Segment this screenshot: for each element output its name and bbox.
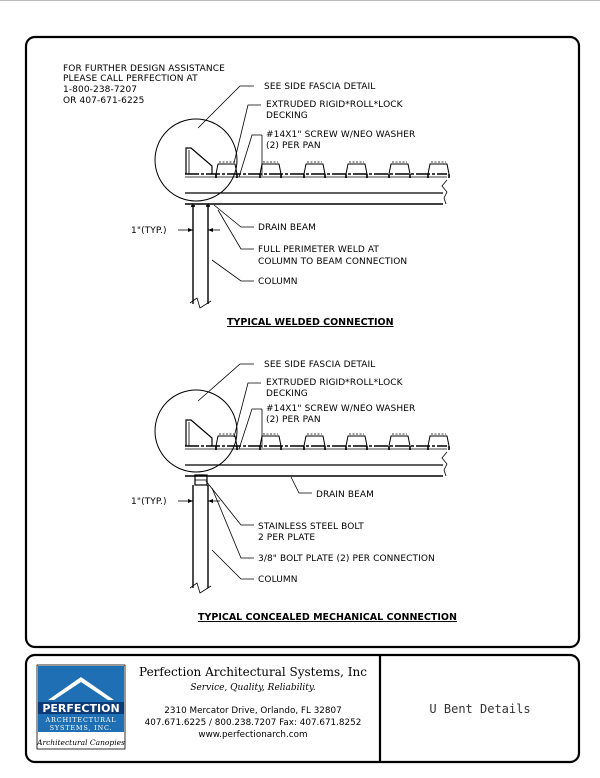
welded-decking-label-1: EXTRUDED RIGID*ROLL*LOCK xyxy=(266,100,404,110)
welded-screw-label-2: (2) PER PAN xyxy=(266,141,321,151)
welded-weld-label-2: COLUMN TO BEAM CONNECTION xyxy=(258,257,407,267)
assistance-phone-2: OR 407-671-6225 xyxy=(63,96,144,106)
assistance-phone-1: 1-800-238-7207 xyxy=(63,85,137,95)
logo-subtitle-2: SYSTEMS, INC. xyxy=(50,724,113,732)
welded-typ-dimension: 1"(TYP.) xyxy=(131,226,167,236)
drawing-title: U Bent Details xyxy=(429,702,530,716)
title-block-frame xyxy=(24,653,581,764)
welded-weld-label-1: FULL PERIMETER WELD AT xyxy=(258,245,379,255)
logo-wordmark: PERFECTION xyxy=(42,702,119,715)
concealed-fascia-label: SEE SIDE FASCIA DETAIL xyxy=(264,360,375,370)
concealed-screw-label-1: #14X1" SCREW W/NEO WASHER xyxy=(266,404,415,414)
deck-pans xyxy=(215,161,450,179)
company-website: www.perfectionarch.com xyxy=(198,730,307,740)
concealed-typ-dimension: 1"(TYP.) xyxy=(131,497,167,507)
company-slogan: Service, Quality, Reliability. xyxy=(190,683,315,693)
concealed-bolt-label-2: 2 PER PLATE xyxy=(258,533,315,543)
company-phones: 407.671.6225 / 800.238.7207 Fax: 407.671… xyxy=(145,718,362,728)
assistance-line-1: FOR FURTHER DESIGN ASSISTANCE xyxy=(63,64,225,74)
concealed-column-label: COLUMN xyxy=(258,575,298,585)
company-name: Perfection Architectural Systems, Inc xyxy=(139,665,367,679)
concealed-bolt-label-1: STAINLESS STEEL BOLT xyxy=(258,522,364,532)
company-address: 2310 Mercator Drive, Orlando, FL 32807 xyxy=(164,706,341,716)
welded-decking-label-2: DECKING xyxy=(266,111,308,121)
concealed-plate-label: 3/8" BOLT PLATE (2) PER CONNECTION xyxy=(258,554,435,564)
company-logo: PERFECTION ARCHITECTURAL SYSTEMS, INC. A… xyxy=(36,664,126,750)
concealed-decking-label-1: EXTRUDED RIGID*ROLL*LOCK xyxy=(266,378,404,388)
drawing-frame xyxy=(24,35,581,649)
logo-subtitle-1: ARCHITECTURAL xyxy=(45,716,117,724)
concealed-decking-label-2: DECKING xyxy=(266,389,308,399)
assistance-line-2: PLEASE CALL PERFECTION AT xyxy=(63,74,198,84)
welded-screw-label-1: #14X1" SCREW W/NEO WASHER xyxy=(266,130,415,140)
assistance-note: FOR FURTHER DESIGN ASSISTANCE PLEASE CAL… xyxy=(63,64,225,106)
side-fascia xyxy=(185,147,213,174)
concealed-connection-detail: SEE SIDE FASCIA DETAIL EXTRUDED RIGID*RO… xyxy=(131,360,457,623)
logo-tagline: Architectural Canopies xyxy=(36,738,125,747)
welded-column-label: COLUMN xyxy=(258,277,298,287)
fascia-detail-circle-2 xyxy=(154,389,238,473)
concealed-screw-label-2: (2) PER PAN xyxy=(266,415,321,425)
deck-pans-2 xyxy=(215,433,450,451)
welded-detail-title: TYPICAL WELDED CONNECTION xyxy=(227,317,394,328)
welded-drain-beam-label: DRAIN BEAM xyxy=(258,223,316,233)
concealed-detail-title: TYPICAL CONCEALED MECHANICAL CONNECTION xyxy=(198,612,457,623)
welded-fascia-label: SEE SIDE FASCIA DETAIL xyxy=(264,82,375,92)
fascia-detail-circle xyxy=(154,118,238,202)
side-fascia-2 xyxy=(185,419,213,446)
concealed-drain-beam-label: DRAIN BEAM xyxy=(316,490,374,500)
top-rule xyxy=(0,0,600,1)
welded-connection-detail: SEE SIDE FASCIA DETAIL EXTRUDED RIGID*RO… xyxy=(131,82,450,328)
